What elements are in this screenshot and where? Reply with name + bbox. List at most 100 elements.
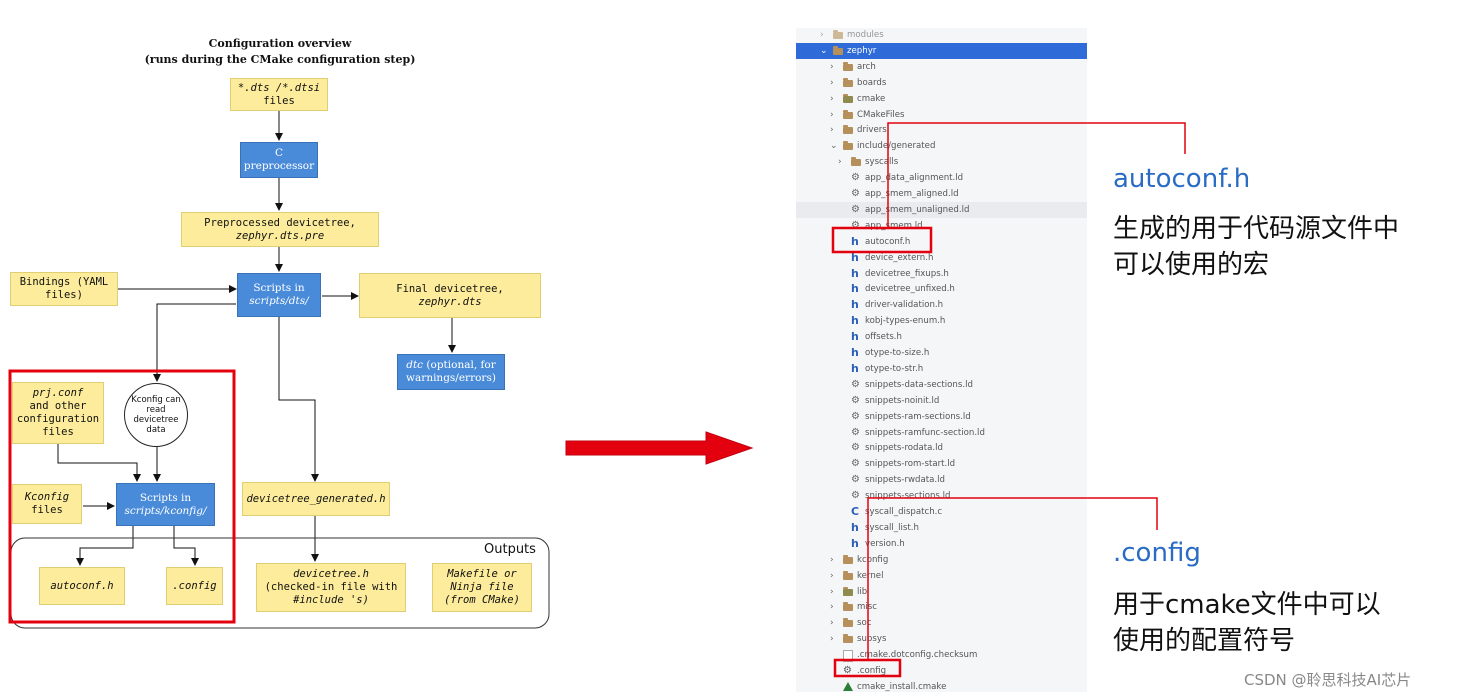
- folder-icon: [843, 141, 853, 151]
- folder-icon: [843, 77, 853, 87]
- linker-script-icon: ⚙: [851, 394, 860, 406]
- chevron-right-icon[interactable]: ›: [830, 602, 834, 613]
- node-preprocessed-line1: Preprocessed devicetree,: [204, 216, 356, 229]
- chevron-right-icon[interactable]: ›: [830, 554, 834, 565]
- chevron-right-icon[interactable]: ›: [830, 618, 834, 629]
- chevron-down-icon[interactable]: ⌄: [830, 141, 838, 152]
- chevron-right-icon[interactable]: ›: [830, 77, 834, 88]
- tree-row[interactable]: ›syscalls: [796, 154, 1087, 170]
- tree-row[interactable]: ⚙ app_smem_unaligned.ld: [796, 201, 1087, 218]
- tree-row[interactable]: ⚙snippets-ram-sections.ld: [796, 409, 1087, 425]
- tree-row[interactable]: ⌄zephyr: [796, 42, 1087, 59]
- edge-scripts-to-autoconf: [76, 526, 134, 566]
- special-folder-icon: [843, 93, 853, 103]
- tree-row-label: app_smem.ld: [865, 220, 923, 231]
- tree-row[interactable]: ›modules: [796, 28, 1087, 43]
- node-kconfig-files-line1: Kconfig: [24, 491, 70, 503]
- tree-row[interactable]: ›soc: [796, 615, 1087, 631]
- tree-annotation-lines: [831, 122, 1186, 678]
- node-scripts-dts-line1: Scripts in: [253, 282, 305, 294]
- tree-row[interactable]: ⚙app_data_alignment.ld: [796, 170, 1087, 186]
- node-prj-conf-line1: prj.conf: [32, 387, 84, 399]
- tree-row-label: snippets-ram-sections.ld: [865, 411, 971, 422]
- chevron-down-icon[interactable]: ⌄: [820, 45, 828, 56]
- tree-row[interactable]: ›cmake: [796, 91, 1087, 107]
- header-file-icon: h: [851, 266, 859, 280]
- tree-row[interactable]: › kconfig: [796, 552, 1087, 568]
- tree-row[interactable]: ›lib: [796, 584, 1087, 600]
- node-preprocessed-line2: zephyr.dts.pre: [235, 229, 325, 242]
- tree-row[interactable]: cmake_install.cmake: [796, 679, 1087, 692]
- tree-row[interactable]: ⚙snippets-rwdata.ld: [796, 472, 1087, 488]
- autoconf-annotation-title: autoconf.h: [1113, 164, 1251, 194]
- node-makefile-line1: Makefile or: [447, 568, 517, 580]
- node-scripts-kconfig-line2: scripts/kconfig/: [124, 504, 207, 517]
- chevron-right-icon[interactable]: ›: [830, 109, 834, 120]
- config-highlight-box: [833, 658, 902, 678]
- node-final-dt-line1: Final devicetree,: [396, 282, 504, 295]
- tree-row-label: subsys: [857, 634, 887, 645]
- tree-row-label: .cmake.dotconfig.checksum: [857, 650, 978, 661]
- node-kconfig-read-line1: Kconfig can: [131, 395, 181, 405]
- header-file-icon: h: [851, 346, 859, 359]
- tree-row[interactable]: ⚙app_smem_aligned.ld: [796, 186, 1087, 202]
- tree-row[interactable]: ⚙snippets-sections.ld: [796, 488, 1087, 504]
- chevron-right-icon[interactable]: ›: [838, 157, 842, 168]
- linker-script-icon: ⚙: [851, 203, 860, 215]
- tree-row[interactable]: › drivers: [796, 122, 1087, 138]
- autoconf-annotation-desc: 生成的用于代码源文件中 可以使用的宏: [1113, 211, 1399, 283]
- tree-row[interactable]: ›kernel: [796, 568, 1087, 584]
- tree-row[interactable]: ⚙snippets-ramfunc-section.ld: [796, 425, 1087, 441]
- tree-row[interactable]: › arch: [796, 59, 1087, 75]
- tree-row-label: arch: [857, 61, 876, 72]
- tree-row[interactable]: ⚙snippets-noinit.ld: [796, 393, 1087, 409]
- tree-row[interactable]: ›boards: [796, 75, 1087, 91]
- chevron-right-icon[interactable]: ›: [830, 570, 834, 581]
- chevron-right-icon[interactable]: ›: [830, 634, 834, 645]
- chevron-right-icon[interactable]: ›: [830, 586, 834, 597]
- tree-row-label: app_smem_unaligned.ld: [865, 204, 970, 215]
- file-explorer-tree[interactable]: ›modules⌄zephyr › arch ›boards›cmake›CMakeF…: [796, 28, 1087, 692]
- tree-row[interactable]: ›CMakeFiles: [796, 107, 1087, 123]
- tree-row[interactable]: .cmake.dotconfig.checksum: [796, 647, 1087, 663]
- tree-row[interactable]: › subsys: [796, 631, 1087, 647]
- tree-row-label: snippets-ramfunc-section.ld: [865, 427, 985, 438]
- tree-row-label: kconfig: [857, 554, 889, 565]
- tree-row[interactable]: ⚙snippets-rodata.ld: [796, 440, 1087, 456]
- node-kconfig-files-line2: files: [31, 504, 63, 516]
- node-devicetree-h-line2: (checked-in file with: [264, 581, 398, 593]
- tree-row[interactable]: ⚙snippets-rom-start.ld: [796, 456, 1087, 472]
- tree-row-label: kobj-types-enum.h: [865, 316, 946, 327]
- tree-row-label: drivers: [857, 125, 887, 136]
- tree-row-label: otype-to-str.h: [865, 363, 924, 374]
- node-prj-conf-line2: and other: [29, 400, 87, 412]
- diagram-connectors: [8, 111, 754, 629]
- linker-script-icon: ⚙: [851, 378, 860, 390]
- tree-row[interactable]: ⌄include/generated: [796, 138, 1087, 154]
- tree-row[interactable]: ⚙.config: [796, 663, 1087, 679]
- chevron-right-icon[interactable]: ›: [830, 93, 834, 104]
- outputs-label: Outputs: [484, 542, 536, 557]
- tree-row[interactable]: ›misc: [796, 599, 1087, 615]
- chevron-right-icon[interactable]: ›: [830, 61, 834, 72]
- chevron-right-icon[interactable]: ›: [820, 30, 824, 40]
- linker-script-icon: ⚙: [851, 219, 860, 231]
- chevron-right-icon[interactable]: ›: [830, 125, 834, 136]
- kconfig-highlight-box: [8, 369, 236, 624]
- tree-row[interactable]: ⚙ app_smem.ld: [796, 218, 1087, 234]
- tree-row[interactable]: ⚙snippets-data-sections.ld: [796, 377, 1087, 393]
